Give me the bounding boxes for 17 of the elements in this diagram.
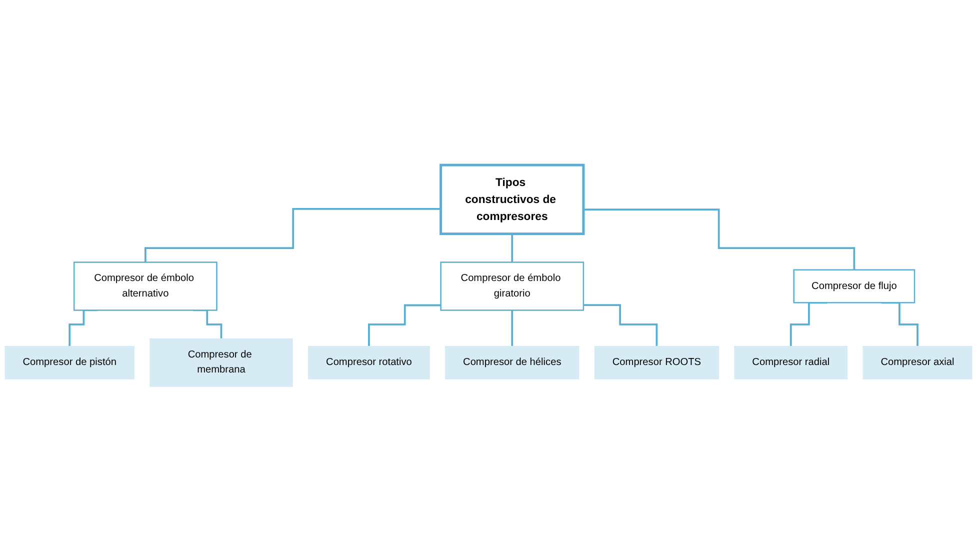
node-box: Compresor radial [734, 346, 848, 380]
node-box: Compresor rotativo [308, 346, 430, 380]
node-box: Compresor axial [862, 346, 972, 380]
connector [144, 208, 441, 264]
connector [583, 208, 856, 271]
node-box: Compresor de émbolo giratorio [440, 262, 584, 312]
node-box: Compresor de flujo [793, 269, 916, 304]
connector [511, 233, 514, 264]
connector [511, 309, 514, 348]
node-box: Compresor de pistón [4, 346, 134, 380]
node-box: Compresor de hélices [445, 346, 580, 380]
node-box: Compresor de membrana [150, 338, 293, 388]
node-box: Compresor de émbolo alternativo [73, 262, 218, 312]
connector [583, 304, 658, 348]
node-box: Compresor ROOTS [594, 346, 720, 380]
connector [368, 304, 441, 348]
node-box: Tipos constructivos de compresores [440, 164, 585, 236]
